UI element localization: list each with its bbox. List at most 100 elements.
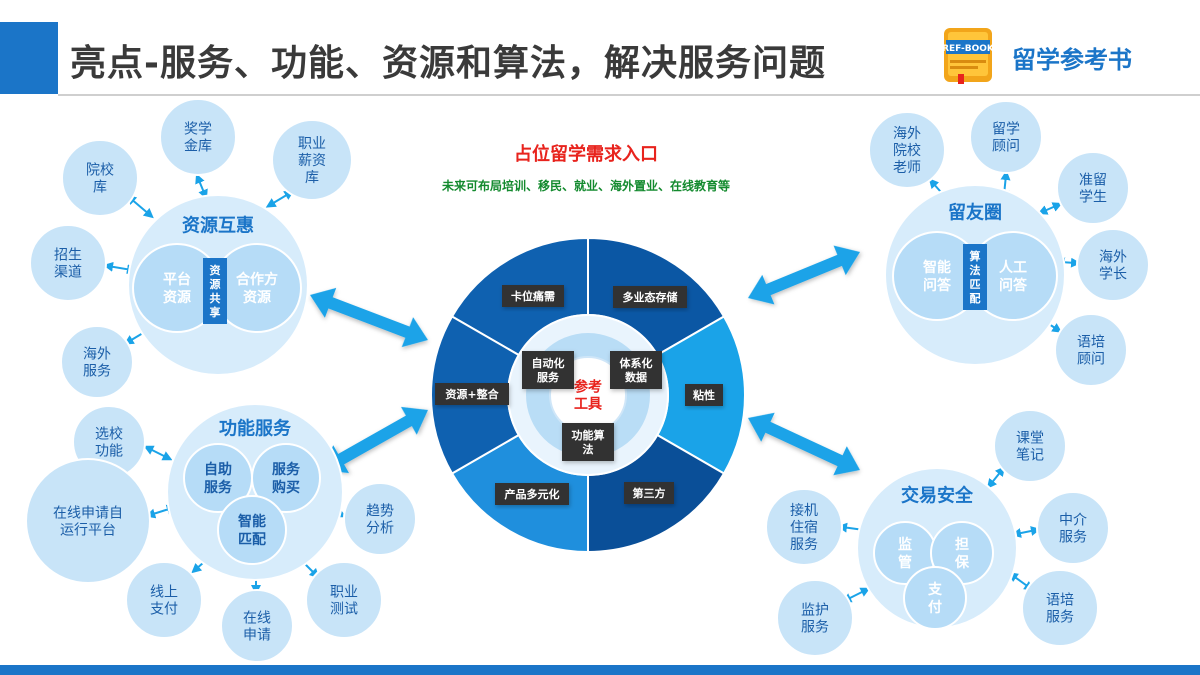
page-title: 亮点-服务、功能、资源和算法，解决服务问题 [70,43,826,84]
arrow-trade-shape [748,412,861,476]
function-test [305,561,383,639]
resource-salary-label: 职业薪资库 [298,136,326,186]
trade-agency-label: 中介服务 [1059,513,1087,546]
friends-band-label: 算法匹配 [969,249,981,305]
friends-teacher-label: 海外院校老师 [893,126,921,176]
arrow-resource [310,287,428,348]
trade-supervise-label: 监管 [898,536,912,571]
friends-langconsult [1054,313,1128,387]
wheel-segment-f-tag [435,383,509,405]
wheel-segment-e-tag [495,483,569,505]
trade-lang-label: 语培服务 [1046,593,1074,626]
resource-cluster: 资源互惠平台资源合作方资源资源共享奖学金库职业薪资库院校库招生渠道海外服务 [29,98,353,399]
friends-langconsult-label: 语培顾问 [1077,335,1105,368]
function-buy-circle [251,443,321,513]
wheel-box-data-label: 体系化数据 [620,356,653,384]
wheel-segment-a-tag [502,285,564,307]
wheel-segment-f-label: 资源+整合 [445,387,499,401]
wheel-box-data [610,351,662,389]
arrow-function [322,406,428,474]
friends-student-label: 准留学生 [1079,173,1107,206]
wheel-core-label: 参考工具 [574,379,602,413]
friends-senior [1076,228,1150,302]
resource-recruit-label: 招生渠道 [54,248,82,281]
center-subline: 未来可布局培训、移民、就业、海外置业、在线教育等 [441,178,730,193]
resource-overseas-label: 海外服务 [83,347,111,380]
link-agency [1011,526,1041,538]
resource-band [203,258,227,324]
trade-title: 交易安全 [901,484,974,506]
friends-student [1056,151,1130,225]
function-apply [220,589,294,663]
resource-left-label: 平台资源 [163,271,191,306]
trade-notes-label: 课堂笔记 [1016,431,1044,464]
arrow-function-shape [322,406,428,474]
arrow-resource-shape [310,287,428,348]
resource-band-label: 资源共享 [210,263,221,319]
trade-pickup [765,488,843,566]
bottom-bar [0,665,1200,675]
brand-logo-text: REF-BOOK [942,44,995,54]
resource-scholarship [159,98,237,176]
link-salary [265,190,295,208]
trade-pay-circle [903,566,967,630]
title-accent [0,22,58,94]
function-pay [125,561,203,639]
link-guard [841,587,871,603]
link-scholarship [195,173,208,200]
resource-salary [271,119,353,201]
arrow-trade [748,412,861,476]
arrow-friends-shape [748,245,860,305]
trade-pay-label: 支付 [927,581,943,616]
function-buy-label: 服务购买 [272,461,301,496]
friends-right-label: 人工问答 [999,259,1028,294]
center-headline: 占位留学需求入口 [514,143,658,165]
center-wheel: 参考工具卡位痛需多业态存储粘性第三方产品多元化资源+整合自动化服务体系化数据功能… [430,236,746,554]
link-recruit [103,261,137,275]
function-apply-label: 在线申请 [243,611,271,644]
friends-consultant [969,100,1043,174]
function-title: 功能服务 [219,417,292,439]
resource-right-label: 合作方资源 [236,271,278,306]
friends-left-label: 智能问答 [922,259,952,294]
wheel-box-auto-label: 自动化服务 [532,356,565,384]
wheel-box-auto [522,351,574,389]
wheel-segment-d-tag [624,482,674,504]
trade-guarantee-label: 担保 [954,536,970,571]
resource-school [61,139,139,217]
resource-scholarship-label: 奖学金库 [184,121,212,155]
friends-title: 留友圈 [948,201,1002,223]
link-notes [986,466,1006,489]
brand-name: 留学参考书 [1012,46,1132,74]
wheel-segment-c-label: 粘性 [693,388,715,402]
link-student [1037,202,1063,215]
trade-guard [776,579,854,657]
book-logo-icon: REF-BOOK [942,28,995,84]
function-pay-label: 线上支付 [150,585,178,618]
trade-guard-label: 监护服务 [801,603,829,636]
trade-pickup-label: 接机住宿服务 [790,502,818,553]
function-match-label: 智能匹配 [237,513,266,548]
function-trend [343,482,417,556]
resource-recruit [29,224,107,302]
wheel-segment-a-label: 卡位痛需 [511,289,555,303]
function-select-label: 选校功能 [95,426,123,460]
friends-teacher [868,111,946,189]
link-select [143,445,173,461]
friends-band [963,244,987,310]
arrow-friends [748,245,860,305]
title-divider [58,94,1200,96]
link-school [126,194,154,219]
function-self-label: 自助服务 [204,461,233,496]
resource-overseas [60,325,134,399]
function-platform-label: 在线申请自运行平台 [53,506,123,539]
big-arrows [310,245,861,476]
wheel-segment-e-label: 产品多元化 [505,487,560,501]
function-test-label: 职业测试 [330,585,358,618]
trade-notes [993,409,1067,483]
